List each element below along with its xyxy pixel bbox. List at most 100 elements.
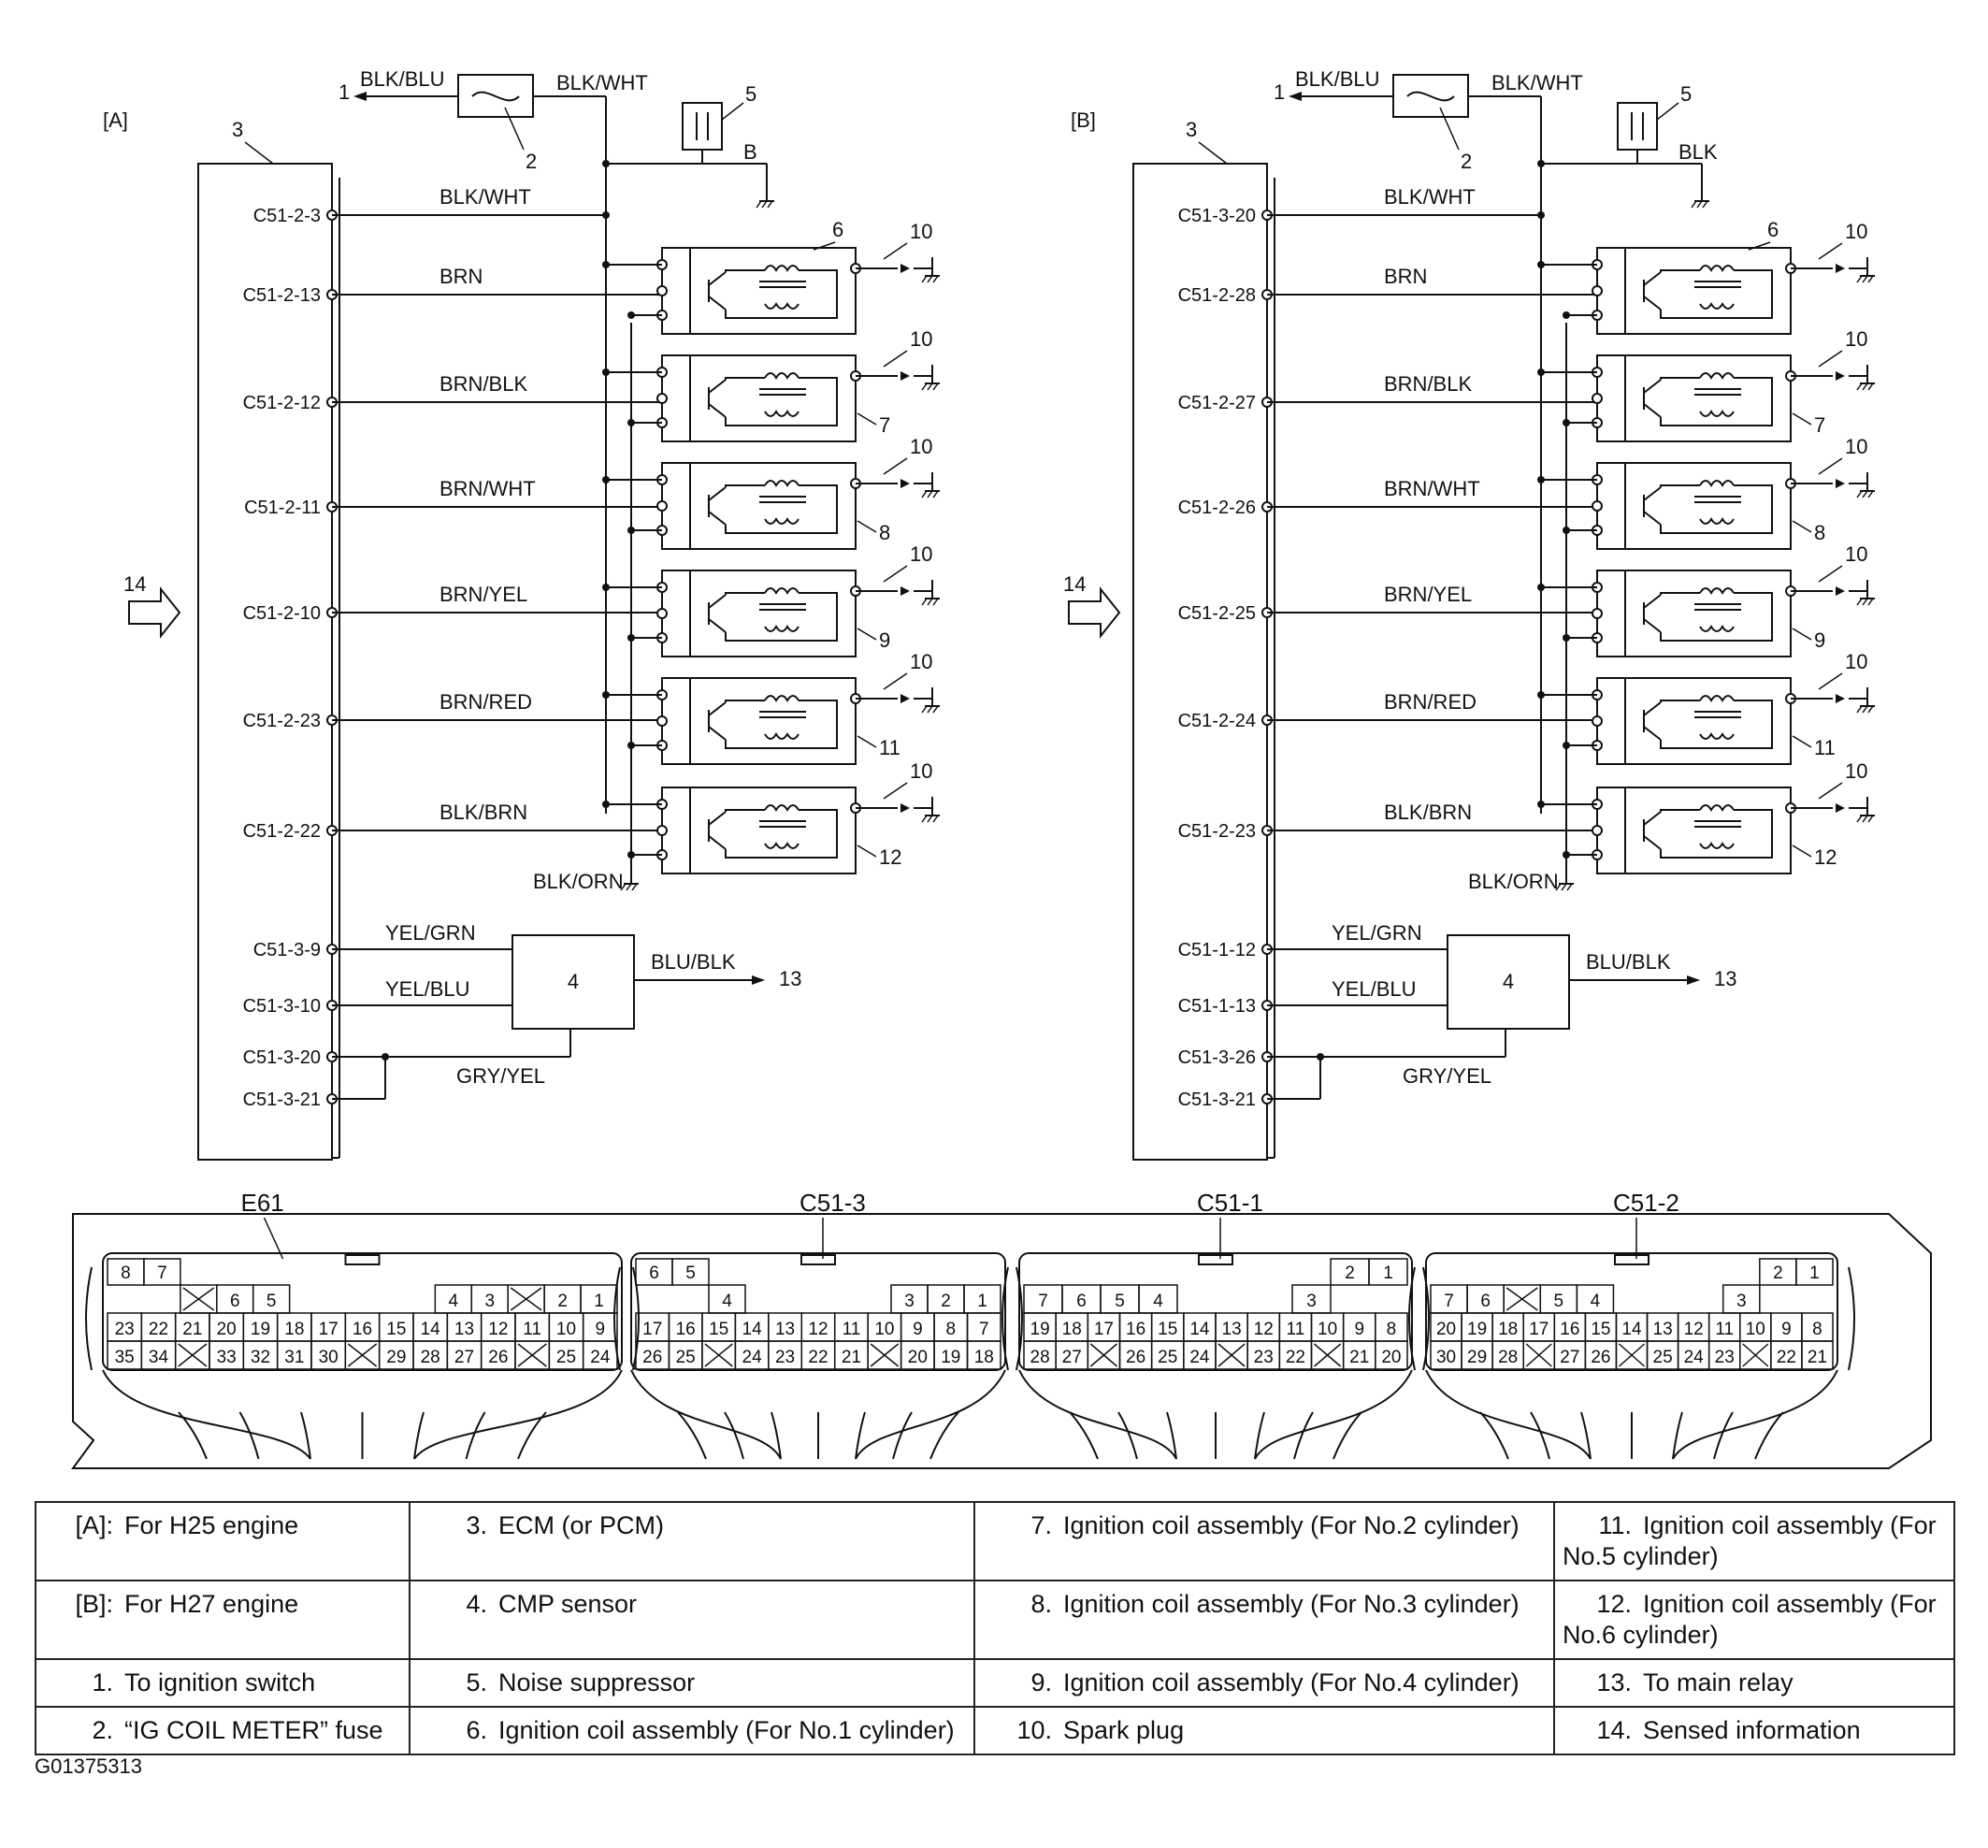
cavity-number: 22 <box>1777 1348 1796 1367</box>
ground-hatch <box>620 883 627 891</box>
ground-hatch <box>1862 598 1868 606</box>
transistor-emitter <box>1643 296 1662 310</box>
primary-winding <box>764 372 800 380</box>
cavity-number: 11 <box>523 1320 541 1339</box>
ecm-pin-label: C51-3-20 <box>243 1047 321 1068</box>
harness-wire <box>413 1411 425 1460</box>
sensor-wire-label: YEL/GRN <box>1332 921 1422 945</box>
sensor-wire-label: YEL/GRN <box>385 921 476 945</box>
leader-line <box>883 782 908 800</box>
junction-dot <box>1537 261 1545 268</box>
coil-callout: 7 <box>879 413 890 437</box>
leader-line <box>1748 241 1771 251</box>
ground-symbol <box>756 200 774 209</box>
transistor-emitter <box>1643 403 1662 418</box>
coil-terminal <box>656 825 668 836</box>
ground-hatch <box>1566 883 1573 891</box>
secondary-winding <box>1699 302 1735 310</box>
cavity-number: 14 <box>1189 1320 1210 1339</box>
ecm-pin-label: C51-3-26 <box>1178 1047 1256 1068</box>
cavity-number: 22 <box>1286 1348 1305 1367</box>
ground-hatch <box>927 705 933 714</box>
harness-wire <box>1479 1411 1509 1460</box>
cavity <box>1375 1340 1408 1370</box>
ignition-coil-assembly: 108 <box>602 435 940 550</box>
legend-key: 1. <box>92 1668 113 1696</box>
coil-internal-wire <box>1660 700 1700 702</box>
cavity-number: 10 <box>1746 1320 1765 1339</box>
cavity-number: 20 <box>1436 1320 1456 1339</box>
sensor-output-label: BLU/BLK <box>1586 950 1671 974</box>
ground-hatch <box>1856 598 1863 606</box>
secondary-winding <box>764 517 800 525</box>
cavity-number: 10 <box>556 1320 576 1339</box>
cavity-number: 17 <box>1094 1320 1114 1339</box>
coil-housing <box>661 787 857 874</box>
ground-hatch <box>921 815 928 823</box>
ignition-coil-assembly: 106 <box>1537 218 1875 335</box>
cavity-number: 1 <box>1809 1263 1820 1283</box>
cavity-number: 13 <box>775 1320 795 1339</box>
cavity-number: 1 <box>1383 1263 1393 1283</box>
cavity-number: 9 <box>1781 1320 1792 1339</box>
cavity-number: 13 <box>1222 1320 1242 1339</box>
spark-plug-callout: 10 <box>1845 220 1867 243</box>
sensor-wire-label: YEL/BLU <box>1332 977 1417 1001</box>
unused-cavity-mark <box>182 1287 215 1311</box>
sensed-arrow <box>1068 586 1121 639</box>
wire-color-label: BRN <box>1384 265 1427 288</box>
legend-text: Sensed information <box>1643 1716 1861 1744</box>
wire-color-label: BRN/BLK <box>1384 372 1472 396</box>
ground-hatch <box>1867 383 1874 391</box>
junction-dot <box>382 1053 389 1061</box>
unused-cavity-mark <box>347 1343 378 1367</box>
cavity-number: 23 <box>115 1320 135 1339</box>
unused-cavity-mark <box>510 1287 542 1311</box>
cavity-number: 29 <box>386 1348 406 1367</box>
ecm-pin-label: C51-3-21 <box>1178 1090 1256 1110</box>
harness-wire <box>771 1411 782 1460</box>
ecm-callout: 3 <box>232 118 243 141</box>
spark-gap <box>900 803 910 813</box>
ground-wire-label: BLK/ORN <box>1468 870 1559 893</box>
ecm-pin-label: C51-2-26 <box>1178 498 1256 518</box>
leader-line <box>857 628 877 641</box>
legend-text: “IG COIL METER” fuse <box>124 1716 383 1744</box>
cavity-number: 11 <box>843 1320 861 1339</box>
harness-wire <box>1713 1411 1734 1460</box>
junction-dot <box>1537 801 1545 808</box>
primary-winding <box>764 804 800 812</box>
cavity-number: 5 <box>1115 1292 1125 1311</box>
cmp-sensor-callout: 4 <box>568 970 579 993</box>
coil-callout: 11 <box>1814 736 1836 759</box>
coil-terminal <box>1592 393 1603 404</box>
cavity-number: 6 <box>230 1292 240 1311</box>
ground-hatch <box>1555 883 1562 891</box>
main-relay-callout: 13 <box>779 967 801 990</box>
harness-wire <box>1166 1411 1177 1460</box>
harness-wire <box>300 1411 311 1460</box>
harness-outline <box>1672 1369 1838 1460</box>
harness-wire <box>1754 1411 1784 1460</box>
legend-cell: 12.Ignition coil assembly (For No.6 cyli… <box>1553 1580 1955 1660</box>
transistor-emitter <box>708 296 727 310</box>
legend-text: To main relay <box>1643 1668 1794 1696</box>
coil-callout: 6 <box>832 218 843 241</box>
coil-callout: 8 <box>1814 521 1825 544</box>
ecm-callout: 3 <box>1186 118 1197 141</box>
harness-wire <box>724 1411 744 1460</box>
coil-terminal <box>1592 500 1603 512</box>
leader-line <box>1818 242 1843 260</box>
cavity-number: 15 <box>709 1320 728 1339</box>
coil-internal-wire <box>1660 269 1773 319</box>
ecm-pin-label: C51-2-24 <box>1178 711 1256 731</box>
transistor-emitter <box>1643 835 1662 850</box>
unused-cavity-mark <box>870 1343 900 1367</box>
spark-gap <box>1836 264 1845 273</box>
coil-internal-wire <box>1660 377 1700 380</box>
cavity <box>671 1258 710 1286</box>
